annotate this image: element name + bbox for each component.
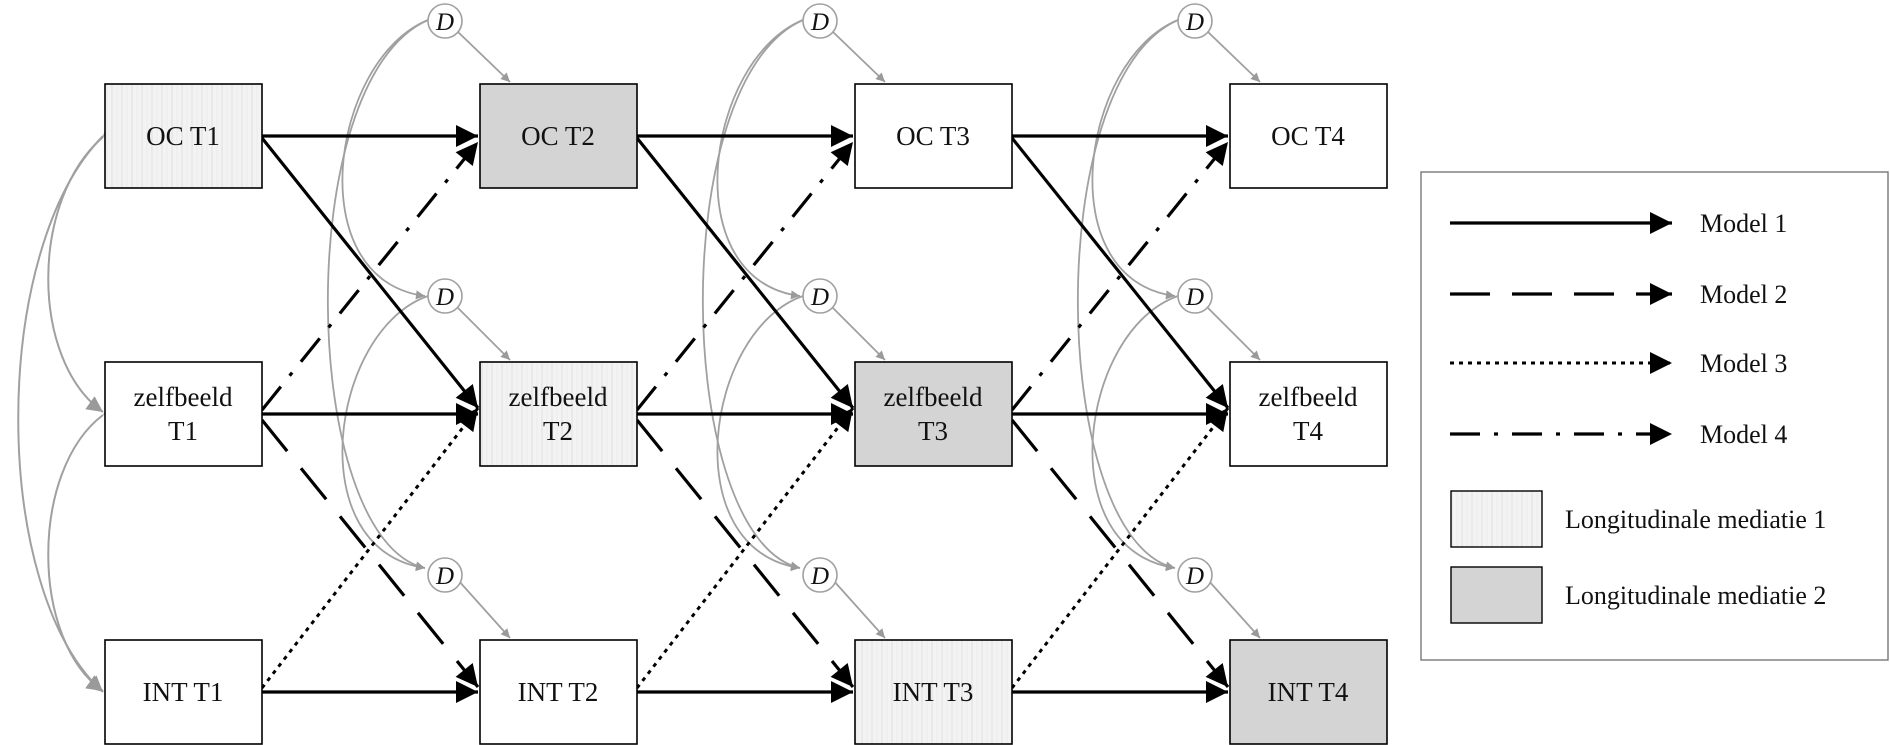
disturbance-oc-t3: D: [802, 3, 838, 39]
svg-text:OC T4: OC T4: [1271, 121, 1345, 151]
disturbance-int-t4: D: [1177, 557, 1213, 593]
svg-text:zelfbeeld: zelfbeeld: [1259, 382, 1358, 412]
svg-text:D: D: [435, 9, 454, 36]
legend-model-3: Model 3: [1450, 349, 1787, 378]
svg-text:Longitudinale mediatie 1: Longitudinale mediatie 1: [1565, 505, 1826, 534]
svg-text:INT T2: INT T2: [518, 677, 599, 707]
svg-text:D: D: [1185, 563, 1204, 590]
disturbance-oc-t2: D: [427, 3, 463, 39]
svg-text:T4: T4: [1293, 416, 1323, 446]
svg-text:T2: T2: [543, 416, 573, 446]
node-oc-t4: OC T4: [1229, 83, 1388, 189]
node-int-t4: INT T4: [1229, 639, 1388, 745]
svg-text:D: D: [435, 284, 454, 311]
node-zelfbeeld-t4: zelfbeeld T4: [1229, 361, 1388, 467]
svg-text:Longitudinale mediatie 2: Longitudinale mediatie 2: [1565, 581, 1826, 610]
svg-text:D: D: [1185, 284, 1204, 311]
node-zelfbeeld-t2: zelfbeeld T2: [479, 361, 638, 467]
disturbance-covariances: [326, 12, 1189, 572]
t1-covariances: [17, 118, 121, 693]
svg-text:INT T3: INT T3: [893, 677, 974, 707]
svg-text:D: D: [1185, 9, 1204, 36]
svg-text:T1: T1: [168, 416, 198, 446]
node-int-t3: INT T3: [854, 639, 1013, 745]
node-int-t1: INT T1: [104, 639, 263, 745]
disturbances: D D D D D D D D: [427, 3, 1213, 593]
svg-text:T3: T3: [918, 416, 948, 446]
node-zelfbeeld-t1: zelfbeeld T1: [104, 361, 263, 467]
svg-text:INT T1: INT T1: [143, 677, 224, 707]
svg-text:D: D: [810, 563, 829, 590]
node-int-t2: INT T2: [479, 639, 638, 745]
svg-text:Model 2: Model 2: [1700, 280, 1787, 309]
svg-text:OC T3: OC T3: [896, 121, 970, 151]
disturbance-paths: [457, 31, 1261, 639]
legend-model-2: Model 2: [1450, 280, 1787, 309]
legend-model-1: Model 1: [1450, 209, 1787, 238]
svg-text:zelfbeeld: zelfbeeld: [509, 382, 608, 412]
legend-mediation-1: Longitudinale mediatie 1: [1450, 490, 1826, 548]
disturbance-zb-t3: D: [802, 278, 838, 314]
structural-paths: [260, 125, 1230, 703]
legend-model-4: Model 4: [1450, 420, 1787, 449]
svg-text:Model 3: Model 3: [1700, 349, 1787, 378]
node-oc-t3: OC T3: [854, 83, 1013, 189]
nodes: OC T1 OC T2 OC T3 OC T4 zelfbeeld T1 zel…: [104, 83, 1388, 745]
svg-text:D: D: [435, 563, 454, 590]
node-oc-t1: OC T1: [104, 83, 263, 189]
disturbance-oc-t4: D: [1177, 3, 1213, 39]
svg-text:zelfbeeld: zelfbeeld: [134, 382, 233, 412]
disturbance-zb-t2: D: [427, 278, 463, 314]
node-oc-t2: OC T2: [479, 83, 638, 189]
svg-text:INT T4: INT T4: [1268, 677, 1349, 707]
svg-text:Model 1: Model 1: [1700, 209, 1787, 238]
svg-text:D: D: [810, 284, 829, 311]
disturbance-zb-t4: D: [1177, 278, 1213, 314]
svg-text:Model 4: Model 4: [1700, 420, 1787, 449]
svg-text:zelfbeeld: zelfbeeld: [884, 382, 983, 412]
node-zelfbeeld-t3: zelfbeeld T3: [854, 361, 1013, 467]
legend-mediation-2: Longitudinale mediatie 2: [1450, 566, 1826, 624]
svg-text:D: D: [810, 9, 829, 36]
disturbance-int-t3: D: [802, 557, 838, 593]
legend: Model 1 Model 2 Model 3 Model 4 Longitud…: [1420, 171, 1889, 661]
svg-text:OC T1: OC T1: [146, 121, 220, 151]
svg-text:OC T2: OC T2: [521, 121, 595, 151]
disturbance-int-t2: D: [427, 557, 463, 593]
